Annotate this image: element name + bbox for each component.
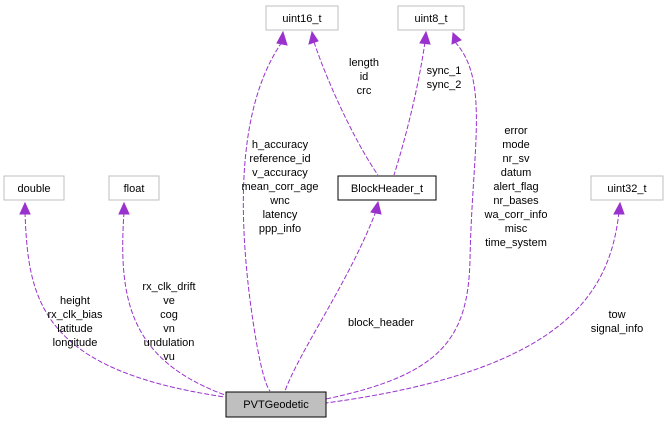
edge-label: id xyxy=(360,71,369,83)
edge-label: longitude xyxy=(53,337,98,349)
edge-label: crc xyxy=(357,85,372,97)
arrowhead-blockheader xyxy=(370,200,382,215)
node-uint32[interactable]: uint32_t xyxy=(590,175,664,201)
labels-float: rx_clk_drift ve cog vn undulation vu xyxy=(142,281,195,363)
edge-label: length xyxy=(349,57,379,69)
edge-label: cog xyxy=(160,309,178,321)
labels-uint32: tow signal_info xyxy=(591,309,644,335)
labels-double: height rx_clk_bias latitude longitude xyxy=(47,295,103,349)
edge-label: datum xyxy=(501,167,532,179)
edge-label: vn xyxy=(163,323,175,335)
edge-uint16-to-blockheader xyxy=(313,41,379,176)
edge-label: reference_id xyxy=(249,153,310,165)
edge-uint8-to-blockheader xyxy=(393,41,426,176)
node-uint8-label: uint8_t xyxy=(414,13,447,25)
arrowhead-uint16-pvt xyxy=(276,30,288,46)
node-double[interactable]: double xyxy=(3,175,65,201)
node-uint16[interactable]: uint16_t xyxy=(265,5,339,31)
node-float-label: float xyxy=(124,183,145,195)
edge-label: latitude xyxy=(57,323,92,335)
edge-label: error xyxy=(504,125,528,137)
arrowhead-uint32 xyxy=(613,201,625,215)
edge-label: nr_sv xyxy=(503,153,530,165)
node-pvtgeodetic-label: PVTGeodetic xyxy=(243,399,309,411)
edge-label: wnc xyxy=(269,195,290,207)
node-uint32-label: uint32_t xyxy=(607,183,646,195)
edge-label: time_system xyxy=(485,237,547,249)
labels-blockheader: block_header xyxy=(348,317,414,329)
edge-label: h_accuracy xyxy=(252,139,309,151)
labels-uint16-blockheader: length id crc xyxy=(349,57,379,97)
edge-label: tow xyxy=(608,309,625,321)
node-float[interactable]: float xyxy=(108,175,160,201)
edge-uint32-to-pvt xyxy=(325,211,620,404)
arrowhead-uint16-bh xyxy=(308,30,319,45)
edge-label: rx_clk_drift xyxy=(142,281,195,293)
edge-label: sync_2 xyxy=(427,79,462,91)
edge-label: block_header xyxy=(348,317,414,329)
labels-uint8-pvt: error mode nr_sv datum alert_flag nr_bas… xyxy=(484,125,548,249)
edge-label: height xyxy=(60,295,90,307)
edge-uint8-to-pvt xyxy=(325,41,477,400)
edge-label: sync_1 xyxy=(427,65,462,77)
arrowhead-float xyxy=(118,201,130,215)
edge-label: undulation xyxy=(144,337,195,349)
edge-label: ve xyxy=(163,295,175,307)
node-blockheader[interactable]: BlockHeader_t xyxy=(337,175,437,201)
edge-label: ppp_info xyxy=(259,223,301,235)
edge-double-to-pvt xyxy=(24,211,226,398)
node-double-label: double xyxy=(17,183,50,195)
node-uint16-label: uint16_t xyxy=(282,13,321,25)
labels-uint8-blockheader: sync_1 sync_2 xyxy=(427,65,462,91)
node-pvtgeodetic[interactable]: PVTGeodetic xyxy=(225,391,327,418)
edge-uint16-to-pvt xyxy=(242,41,283,392)
edge-float-to-pvt xyxy=(122,211,226,396)
edge-label: mean_corr_age xyxy=(241,181,318,193)
edge-label: nr_bases xyxy=(493,195,539,207)
arrowhead-uint8-bh xyxy=(419,30,431,45)
edge-label: rx_clk_bias xyxy=(47,309,103,321)
edge-label: latency xyxy=(263,209,298,221)
edge-label: alert_flag xyxy=(493,181,538,193)
edge-label: misc xyxy=(505,223,528,235)
arrowhead-uint8-pvt xyxy=(451,31,462,45)
edge-label: signal_info xyxy=(591,323,644,335)
arrowhead-double xyxy=(19,201,31,215)
edge-label: vu xyxy=(163,351,175,363)
edge-label: v_accuracy xyxy=(252,167,308,179)
edge-blockheader-to-pvt xyxy=(284,210,377,392)
node-blockheader-label: BlockHeader_t xyxy=(351,183,423,195)
edge-label: wa_corr_info xyxy=(484,209,548,221)
edge-label: mode xyxy=(502,139,530,151)
labels-uint16-pvt: h_accuracy reference_id v_accuracy mean_… xyxy=(241,139,318,235)
node-uint8[interactable]: uint8_t xyxy=(397,5,465,31)
